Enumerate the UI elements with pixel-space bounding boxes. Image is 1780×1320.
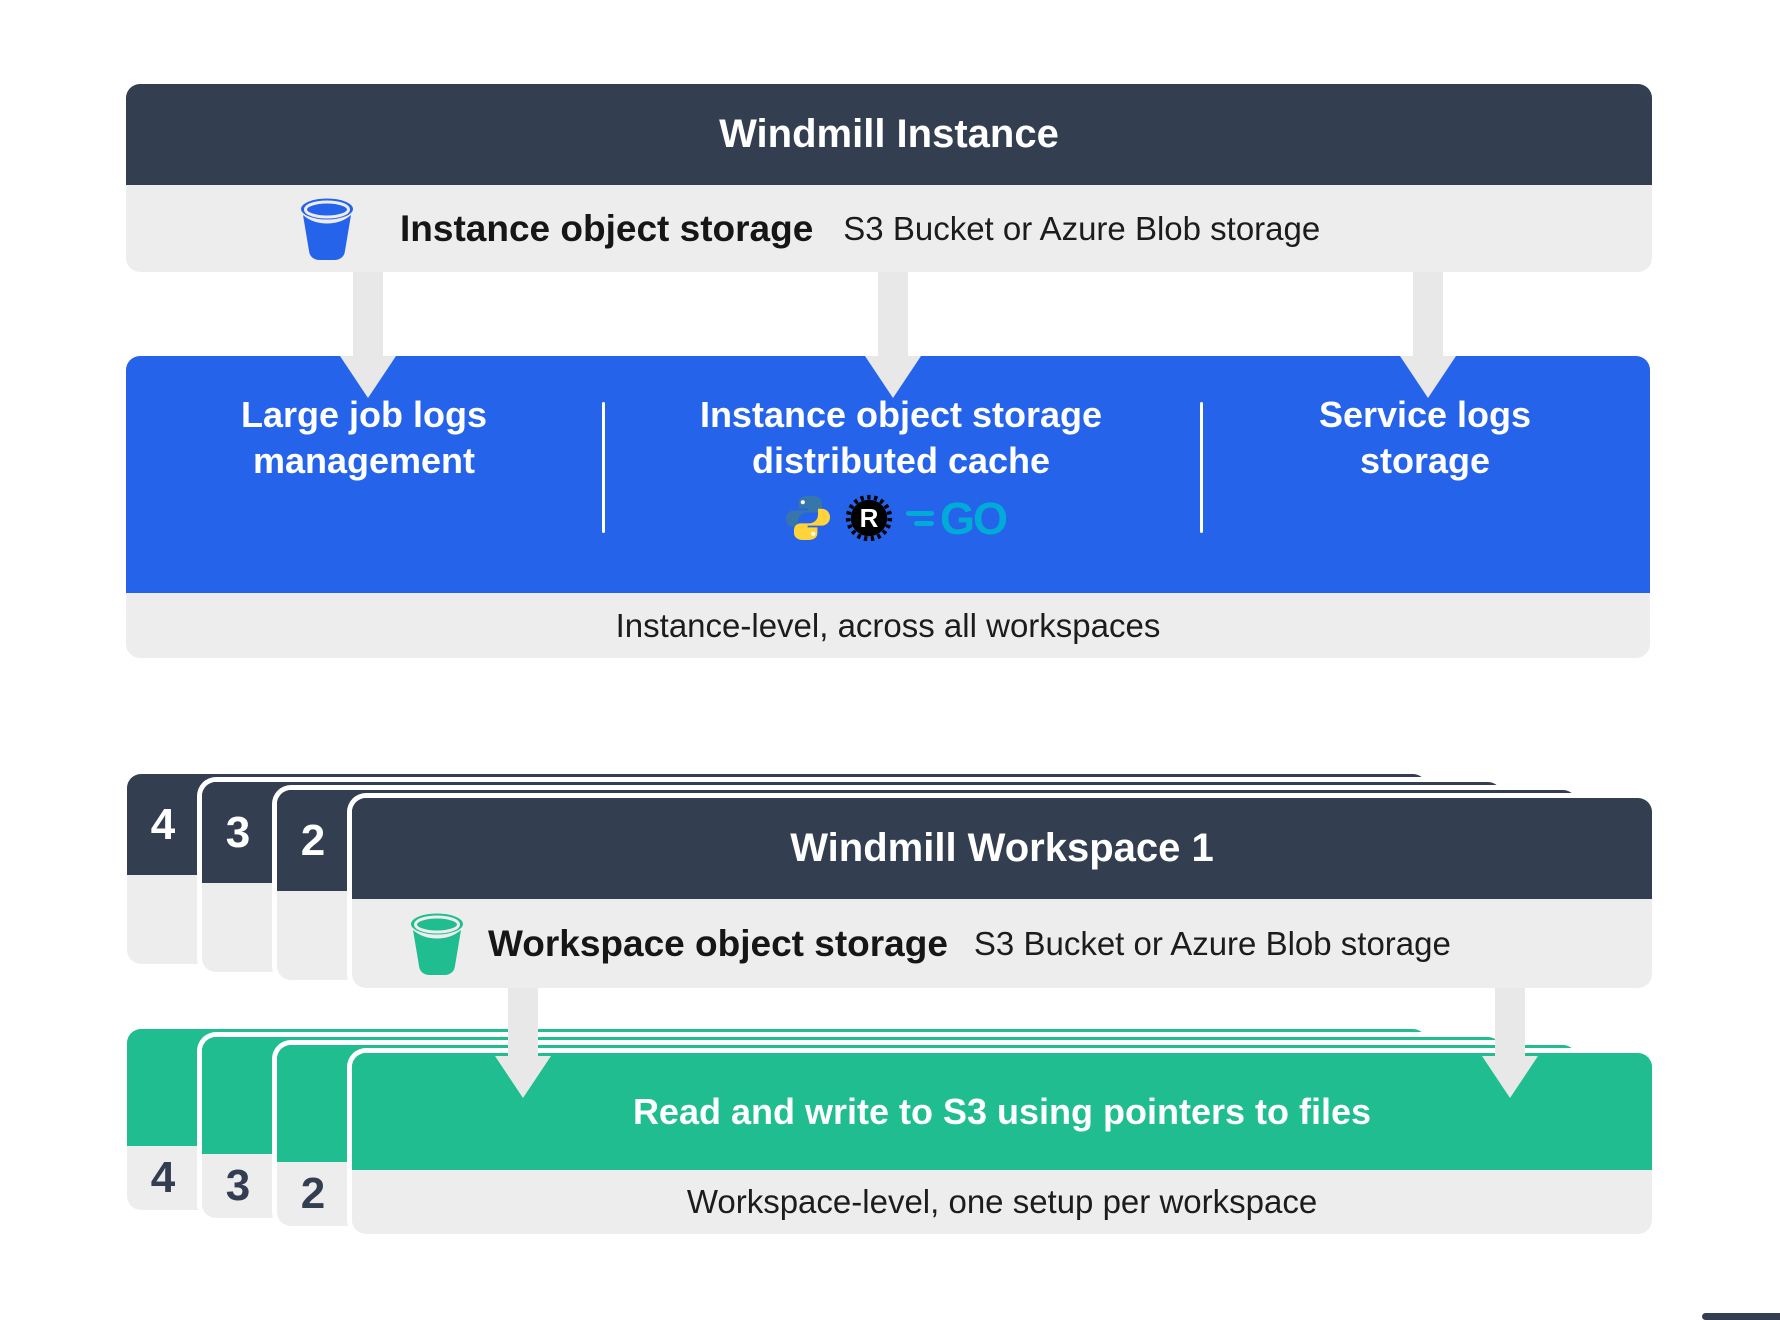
arrow-shaft [508,988,538,1056]
result-title: Read and write to S3 using pointers to f… [632,1090,1372,1132]
workspace-title: Windmill Workspace 1 [790,826,1214,870]
workspace-storage-row: Workspace object storage S3 Bucket or Az… [352,899,1652,988]
instance-storage-detail: S3 Bucket or Azure Blob storage [843,209,1321,247]
instance-storage-row: Instance object storage S3 Bucket or Azu… [126,185,1652,272]
bucket-icon [411,913,463,975]
feature-line: storage [1359,440,1491,481]
arrow-down-icon [1482,988,1538,1098]
go-label: GO [940,494,1007,542]
instance-card-header: Windmill Instance [126,84,1652,185]
feature-line: Instance object storage [699,394,1103,435]
arrow-head-icon [1482,1056,1538,1098]
bottom-right-artifact [1702,1313,1780,1320]
arrow-shaft [878,272,908,356]
arrow-down-icon [495,988,551,1098]
workspace-card-header: Windmill Workspace 1 [352,798,1652,899]
rust-logo-icon: R [845,494,893,542]
arrow-shaft [1413,272,1443,356]
column-divider [1200,402,1203,533]
column-divider [602,402,605,533]
workspace-number: 4 [150,800,176,849]
workspace-storage-detail: S3 Bucket or Azure Blob storage [973,924,1451,962]
arrow-shaft [1495,988,1525,1056]
instance-storage-label: Instance object storage [400,207,814,249]
workspace-storage-label: Workspace object storage [488,922,948,964]
instance-title: Windmill Instance [719,112,1059,156]
arrow-head-icon [1400,356,1456,398]
feature-service-logs: Service logs storage [1200,392,1650,484]
arrow-shaft [353,272,383,356]
workspace-number: 2 [300,1169,326,1218]
workspace-number: 2 [300,816,326,865]
rust-letter: R [860,503,879,533]
language-logos-row: R GO [602,492,1200,544]
feature-line: distributed cache [751,440,1051,481]
python-logo-icon [786,496,830,540]
go-logo-icon: GO [906,494,1009,542]
instance-scope-bar: Instance-level, across all workspaces [126,593,1650,658]
workspace-number: 3 [225,1161,251,1210]
feature-line: management [252,440,476,481]
feature-large-job-logs: Large job logs management [126,392,602,484]
result-card-front: Read and write to S3 using pointers to f… [352,1053,1652,1234]
arrow-head-icon [495,1056,551,1098]
workspace-card-front: Windmill Workspace 1 Workspace object st… [352,798,1652,988]
workspace-number: 4 [150,1153,176,1202]
arrow-down-icon [340,272,396,398]
result-card-top: Read and write to S3 using pointers to f… [352,1053,1652,1170]
feature-line: Large job logs [240,394,488,435]
feature-line: Service logs [1318,394,1532,435]
feature-distributed-cache: Instance object storage distributed cach… [602,392,1200,544]
arrow-head-icon [865,356,921,398]
arrow-down-icon [1400,272,1456,398]
workspace-scope-bar: Workspace-level, one setup per workspace [352,1170,1652,1234]
bucket-icon [301,198,353,260]
arrow-head-icon [340,356,396,398]
arrow-down-icon [865,272,921,398]
workspace-number: 3 [225,808,251,857]
